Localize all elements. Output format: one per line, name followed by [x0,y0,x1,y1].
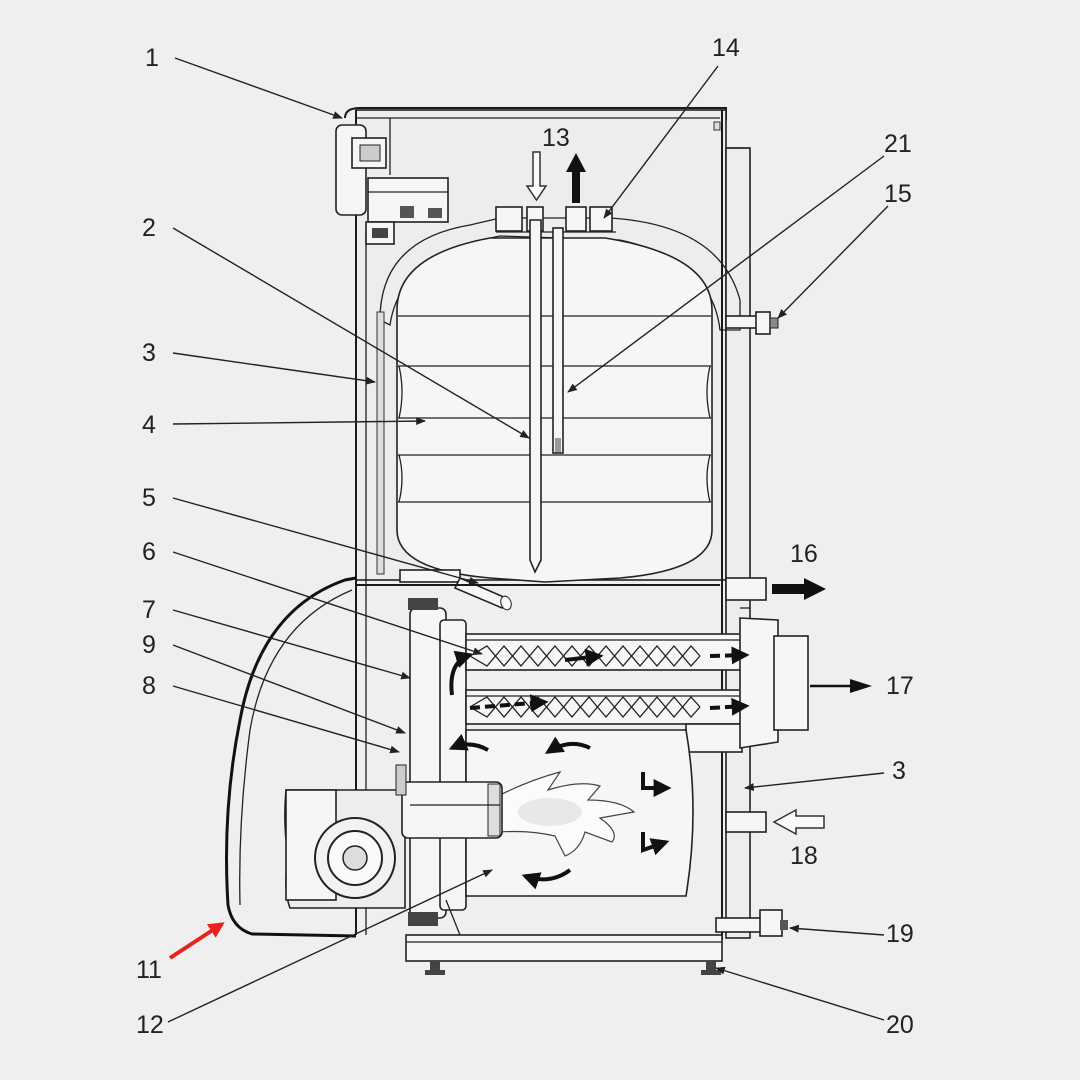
callout-16: 16 [790,540,818,568]
callout-11: 11 [136,956,162,984]
callout-17: 17 [886,672,914,700]
callout-8: 8 [142,672,156,700]
callout-19: 19 [886,920,914,948]
callout-5: 5 [142,484,156,512]
return-inlet-arrow-18 [772,808,825,836]
anode-fitting [725,311,779,335]
callout-13: 13 [542,124,570,152]
callout-6: 6 [142,538,156,566]
flue-gas-flow-arrows [448,646,750,890]
callout-labels: 1 2 3 4 5 6 7 9 8 11 12 13 14 15 16 17 3… [136,34,914,1039]
callout-2: 2 [142,214,156,242]
drain-valve [715,909,788,937]
callout-15: 15 [884,180,912,208]
callout-9: 9 [142,631,156,659]
burner-hood [225,576,357,938]
burner [284,764,503,909]
flow-connection [725,577,767,601]
callout-20: 20 [886,1011,914,1039]
callout-3-right: 3 [892,757,906,785]
flue-outlet-arrow-17 [810,679,872,693]
burner-flame [499,771,636,857]
callout-7: 7 [142,596,156,624]
callout-18: 18 [790,842,818,870]
return-connection [725,811,767,833]
callout-1: 1 [145,44,159,72]
callout-21: 21 [884,130,912,158]
callout-14: 14 [712,34,740,62]
callout-4: 4 [142,411,156,439]
control-box [335,124,449,245]
highlight-arrow-11 [168,922,225,960]
flow-outlet-arrow-16 [772,578,826,600]
callout-12: 12 [136,1011,164,1039]
callout-3-left: 3 [142,339,156,367]
cold-water-inlet-arrow [525,151,548,202]
hot-water-outlet-arrow [566,153,586,203]
leader-lines [167,57,889,1023]
hot-water-tank [376,206,741,611]
